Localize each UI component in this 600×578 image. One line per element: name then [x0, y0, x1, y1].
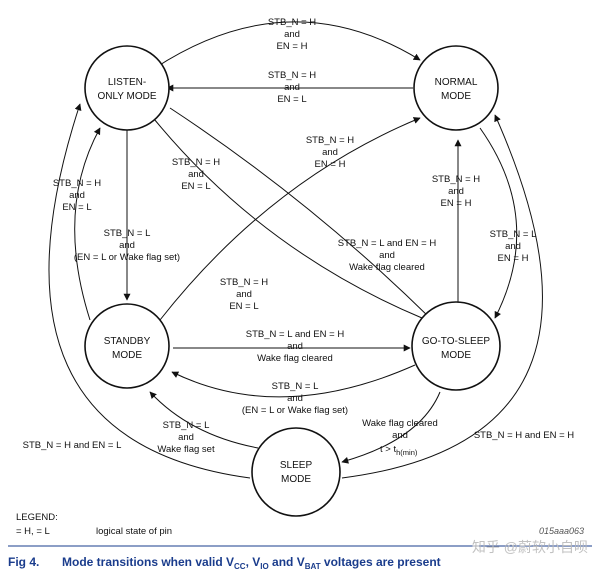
label-l4-line-1: STB_N = H [172, 157, 220, 168]
node-sleep-line-2: MODE [281, 474, 311, 485]
label-l12-line-2: and [287, 393, 303, 404]
node-standby-mode: STANDBY MODE [84, 303, 170, 389]
caption-text: Mode transitions when valid VCC, VIO and… [62, 555, 441, 571]
caption-part-1: Mode transitions when valid V [62, 555, 234, 569]
arrow-sleep-to-standby [149, 391, 259, 449]
label-l2-line-2: and [284, 82, 300, 93]
arrow-sleep-to-normal [341, 114, 543, 479]
label-l7-line-2: and [379, 250, 395, 261]
label-l8-line-3: EN = H [441, 198, 472, 209]
caption-fig-number: Fig 4. [8, 555, 39, 569]
label-l10-line-2: and [236, 289, 252, 300]
label-l6-line-2: and [119, 240, 135, 251]
arrow-gts-to-sleep [341, 391, 441, 464]
watermark: 知乎 @蔚软小自呗 [472, 539, 588, 555]
node-gts-line-1: GO-TO-SLEEP [422, 336, 490, 347]
legend-title: LEGEND: [16, 512, 58, 523]
legend-description: logical state of pin [96, 526, 172, 537]
label-l15: STB_N = H and EN = L [23, 440, 122, 451]
label-l6-line-3: (EN = L or Wake flag set) [74, 252, 180, 263]
arrow-gts-to-listen [149, 113, 423, 319]
label-l6-line-1: STB_N = L [104, 228, 151, 239]
label-l4-line-2: and [188, 169, 204, 180]
caption-sub-2: IO [260, 562, 268, 571]
node-normal-mode: NORMAL MODE [413, 45, 499, 131]
label-l14-time: t > t [380, 444, 396, 455]
label-l10-line-1: STB_N = H [220, 277, 268, 288]
label-l2-line-1: STB_N = H [268, 70, 316, 81]
node-normal-line-1: NORMAL [435, 77, 478, 88]
node-go-to-sleep-mode: GO-TO-SLEEP MODE [411, 301, 501, 391]
label-l3-line-2: and [322, 147, 338, 158]
arrow-standby-to-normal [159, 117, 421, 321]
caption-part-4: voltages are present [321, 555, 441, 569]
caption-part-2: , V [246, 555, 261, 569]
label-l14-sub: h(min) [396, 448, 418, 457]
label-l7-line-1: STB_N = L and EN = H [338, 238, 437, 249]
label-l1-line-2: and [284, 29, 300, 40]
label-l9-line-1: STB_N = L [490, 229, 537, 240]
node-standby-line-2: MODE [112, 350, 142, 361]
label-l13-line-1: STB_N = L [163, 420, 210, 431]
caption-part-3: and V [269, 555, 305, 569]
label-l14-line-2: and [392, 430, 408, 441]
caption-sub-1: CC [234, 562, 246, 571]
label-l5-line-2: and [69, 190, 85, 201]
label-l11-line-2: and [287, 341, 303, 352]
label-l13-line-3: Wake flag set [157, 444, 215, 455]
arrow-normal-to-gts [479, 127, 518, 319]
label-l1-line-3: EN = H [277, 41, 308, 52]
node-gts-line-2: MODE [441, 350, 471, 361]
label-l9-line-3: EN = H [498, 253, 529, 264]
label-l12-line-1: STB_N = L [272, 381, 319, 392]
legend-key: = H, = L [16, 526, 50, 537]
label-l11-line-1: STB_N = L and EN = H [246, 329, 345, 340]
node-normal-line-2: MODE [441, 91, 471, 102]
node-listen-only-mode: LISTEN- ONLY MODE [84, 45, 170, 131]
label-l5-line-3: EN = L [62, 202, 91, 213]
figure-caption: Fig 4. Mode transitions when valid VCC, … [8, 555, 441, 571]
transition-labels: STB_N = H and EN = H STB_N = H and EN = … [23, 17, 575, 457]
label-l8-line-2: and [448, 186, 464, 197]
label-l2-line-3: EN = L [277, 94, 306, 105]
label-l8-line-1: STB_N = H [432, 174, 480, 185]
label-l10-line-3: EN = L [229, 301, 258, 312]
label-l4-line-3: EN = L [181, 181, 210, 192]
label-l3-line-1: STB_N = H [306, 135, 354, 146]
label-l3-line-3: EN = H [315, 159, 346, 170]
label-l13-line-2: and [178, 432, 194, 443]
node-sleep-line-1: SLEEP [280, 460, 313, 471]
arrow-listen-to-gts [169, 107, 431, 319]
label-l9-line-2: and [505, 241, 521, 252]
label-l5-line-1: STB_N = H [53, 178, 101, 189]
label-l1-line-1: STB_N = H [268, 17, 316, 28]
legend: LEGEND: = H, = L logical state of pin [16, 512, 172, 537]
label-l7-line-3: Wake flag cleared [349, 262, 425, 273]
arrow-sleep-to-listen [48, 103, 251, 479]
caption-sub-3: BAT [305, 562, 321, 571]
label-l12-line-3: (EN = L or Wake flag set) [242, 405, 348, 416]
node-listen-line-1: LISTEN- [108, 77, 146, 88]
arrow-listen-to-normal [154, 21, 421, 69]
label-l14-line-3: t > th(min) [380, 444, 418, 457]
arrow-standby-to-listen [74, 127, 101, 321]
label-l16: STB_N = H and EN = H [474, 430, 574, 441]
label-l11-line-3: Wake flag cleared [257, 353, 333, 364]
node-sleep-mode: SLEEP MODE [251, 427, 341, 517]
figure-reference-code: 015aaa063 [539, 526, 584, 536]
node-listen-line-2: ONLY MODE [97, 91, 156, 102]
node-standby-line-1: STANDBY [104, 336, 151, 347]
label-l14-line-1: Wake flag cleared [362, 418, 438, 429]
arrow-gts-to-standby [171, 364, 416, 398]
